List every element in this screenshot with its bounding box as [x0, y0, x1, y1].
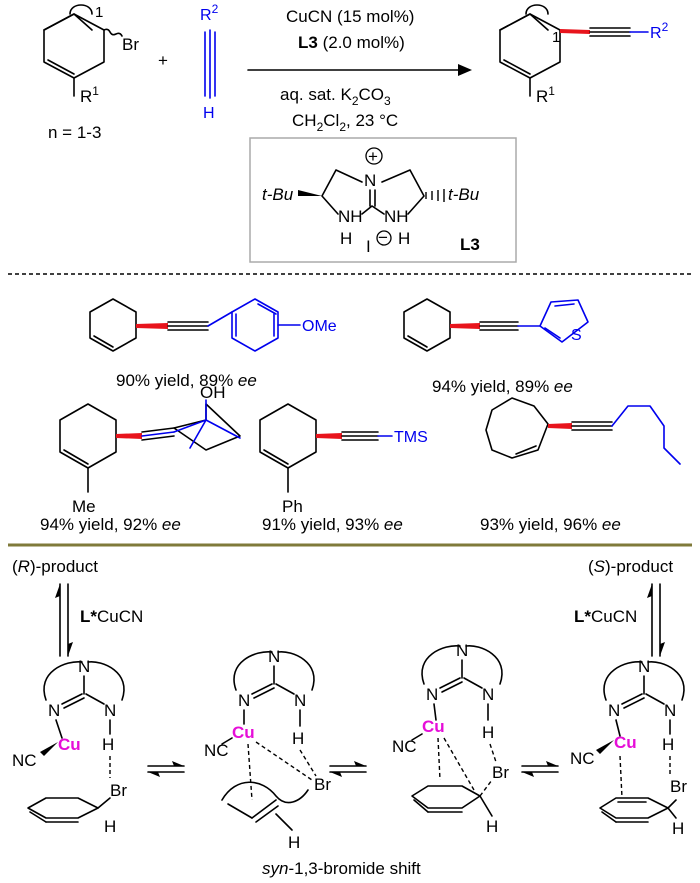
svg-text:N: N — [426, 685, 438, 704]
example-3-sub: Me — [72, 497, 96, 516]
example-5: 93% yield, 96% ee — [480, 397, 681, 534]
equilibrium-3 — [521, 761, 559, 777]
svg-text:N: N — [456, 641, 468, 660]
example-3-yield: 94% yield, 92% ee — [40, 515, 181, 534]
r-product-label: (R)-product — [12, 557, 98, 576]
svg-text:H: H — [672, 819, 684, 838]
r2-label: R2 — [200, 2, 219, 24]
svg-text:N: N — [78, 657, 90, 676]
example-3-group: OH — [200, 383, 226, 402]
svg-text:NC: NC — [204, 741, 229, 760]
example-5-yield: 93% yield, 96% ee — [480, 515, 621, 534]
ligand-right-tbu: t-Bu — [448, 185, 480, 204]
ligand-left-tbu: t-Bu — [262, 185, 294, 204]
terminal-alkyne: R2 H — [200, 2, 219, 122]
ligand-n-top: N — [364, 171, 376, 190]
plus-sign: + — [158, 51, 168, 70]
intermediate-1: N N N Cu NC H Br H — [12, 657, 127, 836]
example-4-yield: 91% yield, 93% ee — [262, 515, 403, 534]
svg-text:H: H — [482, 723, 494, 742]
svg-text:N: N — [664, 701, 676, 720]
svg-text:H: H — [288, 833, 300, 852]
mechanism-caption: syn-1,3-bromide shift — [262, 859, 421, 878]
svg-text:NC: NC — [392, 737, 417, 756]
s-product-label: (S)-product — [588, 557, 673, 576]
ligand-label: L3 — [460, 235, 480, 254]
example-3: Me OH 94% yield, 92% ee — [40, 383, 241, 534]
reaction-arrow — [247, 64, 472, 76]
example-1-group: OMe — [302, 318, 337, 335]
svg-text:N: N — [48, 701, 60, 720]
svg-text:N: N — [294, 691, 306, 710]
svg-text:Cu: Cu — [58, 735, 81, 754]
ligand-h-right: H — [398, 229, 410, 248]
ligand-charge: + — [368, 147, 378, 166]
solvent-text: CH2Cl2, 23 °C — [292, 111, 398, 134]
catalyst-left: L*CuCN — [80, 607, 143, 626]
svg-text:N: N — [638, 657, 650, 676]
example-2-yield: 94% yield, 89% ee — [432, 377, 573, 396]
ligand-l3-box: + N NH NH H H t-Bu t-Bu I − L3 — [249, 137, 517, 263]
product-r1-label: R1 — [536, 84, 555, 106]
svg-text:Br: Br — [110, 781, 127, 800]
reaction-conditions: CuCN (15 mol%) L3 (2.0 mol%) aq. sat. K2… — [280, 7, 414, 134]
leaving-group-label: Br — [122, 35, 139, 54]
catalyst-right: L*CuCN — [574, 607, 637, 626]
base-text: aq. sat. K2CO3 — [280, 85, 391, 108]
svg-text:H: H — [486, 817, 498, 836]
svg-text:Cu: Cu — [422, 717, 445, 736]
ligand-loading-text: L3 (2.0 mol%) — [298, 33, 405, 52]
product-propargylic-alkene: 1 R2 R1 — [499, 4, 669, 106]
ring-size-subscript: 1 — [95, 4, 103, 21]
ligand-counter-charge: − — [378, 228, 388, 247]
svg-text:NC: NC — [570, 749, 595, 768]
left-equilibrium-arrows: L*CuCN — [55, 583, 143, 657]
example-2: S 94% yield, 89% ee — [403, 298, 589, 396]
alkyne-h-label: H — [203, 105, 215, 122]
equilibrium-1 — [147, 761, 185, 777]
svg-text:Br: Br — [492, 763, 509, 782]
example-1: OMe 90% yield, 89% ee — [89, 298, 337, 390]
example-1-yield: 90% yield, 89% ee — [116, 371, 257, 390]
product-r2-label: R2 — [650, 20, 669, 42]
svg-text:Br: Br — [670, 777, 687, 796]
svg-text:H: H — [662, 735, 674, 754]
svg-text:N: N — [104, 701, 116, 720]
svg-text:NC: NC — [12, 751, 37, 770]
svg-text:N: N — [482, 685, 494, 704]
r1-label: R1 — [80, 84, 99, 106]
intermediate-3: N N N Cu NC H Br H — [392, 641, 509, 836]
svg-text:Cu: Cu — [614, 733, 637, 752]
catalyst-text: CuCN (15 mol%) — [286, 7, 414, 26]
ligand-counter-ion: I — [366, 237, 371, 256]
product-subscript: 1 — [552, 29, 560, 46]
ligand-h-left: H — [340, 229, 352, 248]
equilibrium-2 — [329, 761, 367, 777]
example-4-sub: Ph — [282, 497, 303, 516]
right-equilibrium-arrows: L*CuCN — [574, 583, 665, 657]
svg-text:N: N — [238, 691, 250, 710]
svg-text:N: N — [608, 701, 620, 720]
intermediate-2: N N N Cu NC H Br H — [204, 647, 331, 852]
svg-text:H: H — [102, 735, 114, 754]
intermediate-4: N N N Cu NC H Br H — [570, 657, 687, 838]
ligand-nh-left: NH — [338, 207, 363, 226]
svg-text:H: H — [292, 729, 304, 748]
ligand-nh-right: NH — [384, 207, 409, 226]
svg-text:H: H — [104, 817, 116, 836]
reactant-cyclohexenyl-bromide: 1 Br R1 n = 1-3 — [43, 4, 139, 142]
svg-text:N: N — [268, 647, 280, 666]
ring-size-note: n = 1-3 — [48, 123, 101, 142]
example-2-group: S — [571, 327, 582, 344]
example-4-group: TMS — [394, 429, 428, 446]
example-4: TMS Ph 91% yield, 93% ee — [259, 403, 428, 534]
svg-text:Cu: Cu — [232, 723, 255, 742]
svg-text:Br: Br — [314, 775, 331, 794]
